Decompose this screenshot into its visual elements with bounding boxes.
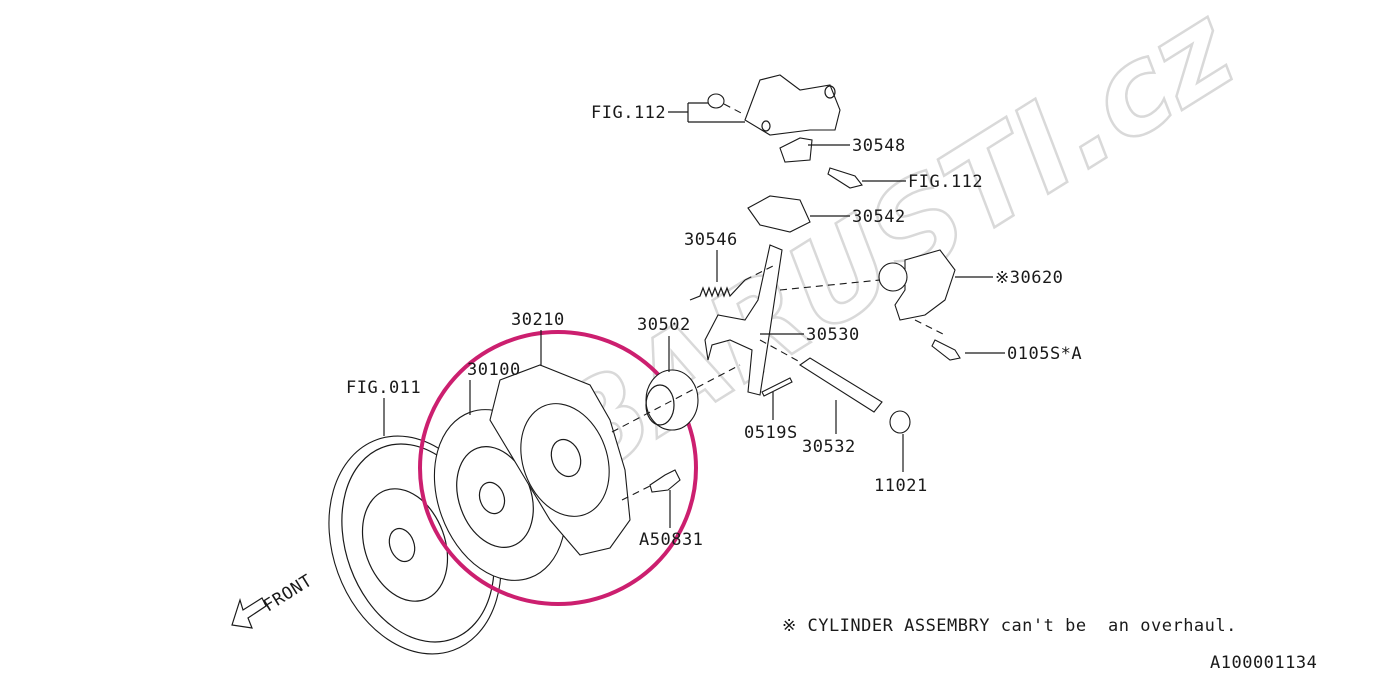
front-label: FRONT <box>260 571 316 616</box>
front-indicator: FRONT <box>231 571 316 629</box>
nut <box>707 93 725 109</box>
label-30100[interactable]: 30100 <box>467 360 521 380</box>
pressure-plate <box>489 364 631 556</box>
diagram-code: A100001134 <box>1210 653 1317 673</box>
highlight-circle <box>418 330 698 606</box>
stud-bolt <box>649 469 681 493</box>
release-bearing <box>645 369 699 431</box>
cylinder-bolt <box>931 339 961 361</box>
seat <box>747 195 811 233</box>
label-a50831[interactable]: A50831 <box>639 530 703 550</box>
leader-lines <box>383 102 1005 528</box>
label-0105s[interactable]: 0105S*A <box>1007 344 1082 364</box>
label-30210[interactable]: 30210 <box>511 310 565 330</box>
bushing <box>889 410 911 434</box>
label-30532[interactable]: 30532 <box>802 437 856 457</box>
label-30542[interactable]: 30542 <box>852 207 906 227</box>
release-fork <box>704 244 783 396</box>
pin <box>761 377 793 397</box>
label-fig112-a[interactable]: FIG.112 <box>591 103 666 123</box>
label-30546[interactable]: 30546 <box>684 230 738 250</box>
bracket-bolt <box>827 167 863 189</box>
label-11021[interactable]: 11021 <box>874 476 928 496</box>
label-30502[interactable]: 30502 <box>637 315 691 335</box>
bracket-pad <box>779 137 813 163</box>
note-text: ※ CYLINDER ASSEMBRY can't be an overhaul… <box>782 616 1237 636</box>
front-arrow-icon <box>231 597 267 629</box>
label-30530[interactable]: 30530 <box>806 325 860 345</box>
bracket <box>744 74 841 136</box>
label-30620[interactable]: ※30620 <box>995 268 1063 288</box>
label-0519s[interactable]: 0519S <box>744 423 798 443</box>
label-30548[interactable]: 30548 <box>852 136 906 156</box>
pivot-shaft <box>799 357 883 413</box>
operating-cylinder <box>878 249 956 321</box>
label-fig011[interactable]: FIG.011 <box>346 378 421 398</box>
label-fig112-b[interactable]: FIG.112 <box>908 172 983 192</box>
return-spring <box>689 279 746 301</box>
